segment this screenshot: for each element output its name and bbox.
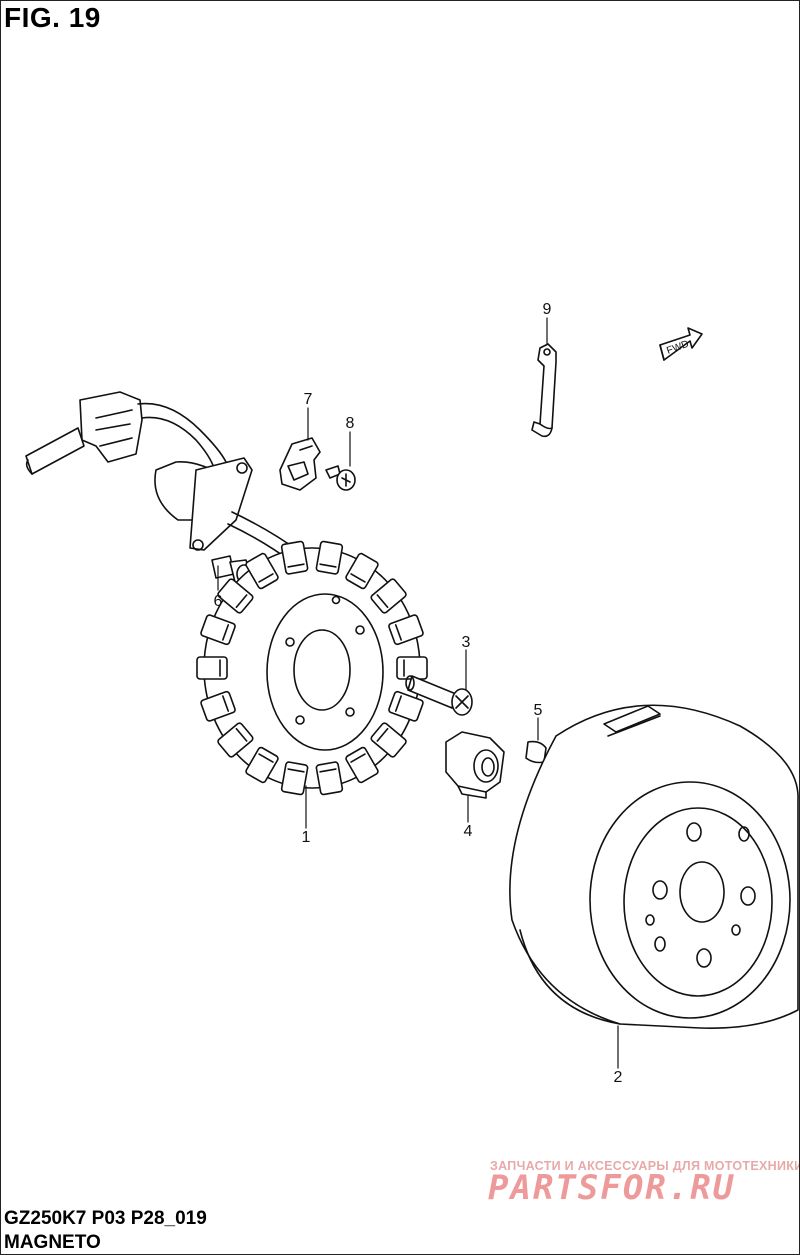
callout-3: 3	[462, 634, 471, 651]
stator-coil	[217, 722, 254, 758]
callout-9: 9	[543, 301, 552, 318]
model-code: GZ250K7 P03 P28_019	[4, 1208, 207, 1229]
stator-coil	[280, 761, 309, 796]
stator-coil	[345, 746, 379, 784]
watermark-logo: PARTSFOR.RU	[488, 1168, 736, 1208]
fwd-arrow-icon: FWD	[659, 327, 703, 361]
stator-coil	[200, 690, 236, 722]
stator-coil-winding	[235, 594, 248, 609]
stator-coil	[388, 614, 424, 646]
part-5-key	[525, 740, 547, 764]
wire-harness	[25, 391, 301, 563]
part-2-rotor	[509, 704, 799, 1029]
stator-coil-winding	[258, 753, 274, 763]
callout-4: 4	[464, 823, 473, 840]
stator-coil-winding	[394, 624, 402, 641]
stator-coil	[370, 578, 407, 614]
stator-coil-winding	[319, 768, 337, 773]
part-3-bolt	[405, 675, 473, 716]
stator-coil-winding	[376, 727, 389, 742]
stator-coil-winding	[258, 573, 274, 583]
stator-coil	[245, 746, 279, 784]
stator-coil-winding	[222, 624, 230, 641]
callout-5: 5	[534, 702, 543, 719]
stator-coil	[370, 722, 407, 758]
part-1-stator	[196, 540, 428, 796]
part-9-clamp	[531, 343, 557, 438]
callout-1: 1	[302, 829, 311, 846]
stator-coil-winding	[222, 695, 230, 712]
figure-title: FIG. 19	[4, 2, 101, 33]
callout-8: 8	[346, 415, 355, 432]
stator-coil-winding	[350, 753, 366, 763]
callout-6: 6	[214, 593, 223, 610]
callout-numbers: 9 7 8 6 3 5 4 1 2	[214, 301, 623, 1086]
stator-coil-winding	[287, 768, 305, 773]
callout-7: 7	[304, 391, 313, 408]
stator-coil	[196, 656, 228, 680]
leader-lines	[217, 317, 619, 1069]
stator-coil	[280, 540, 309, 575]
stator-coil	[315, 761, 344, 796]
stator-coil-winding	[235, 727, 248, 742]
part-8-screw	[325, 465, 356, 491]
watermark-subtitle: ЗАПЧАСТИ И АКСЕССУАРЫ ДЛЯ МОТОТЕХНИКИ	[490, 1159, 800, 1173]
callout-2: 2	[614, 1069, 623, 1086]
stator-coil	[345, 552, 379, 590]
stator-coil	[388, 690, 424, 722]
stator-coil-winding	[350, 573, 366, 583]
part-7-clip	[279, 437, 321, 491]
stator-coil	[315, 540, 344, 575]
stator-coil	[245, 552, 279, 590]
stator-coil-winding	[376, 594, 389, 609]
stator-coil	[217, 578, 254, 614]
stator-coil-winding	[394, 695, 402, 712]
stator-coil	[200, 614, 236, 646]
part-4-nut	[445, 731, 505, 799]
stator-coil-winding	[287, 563, 305, 568]
stator-coil-winding	[319, 563, 337, 568]
figure-caption: MAGNETO	[4, 1232, 101, 1253]
